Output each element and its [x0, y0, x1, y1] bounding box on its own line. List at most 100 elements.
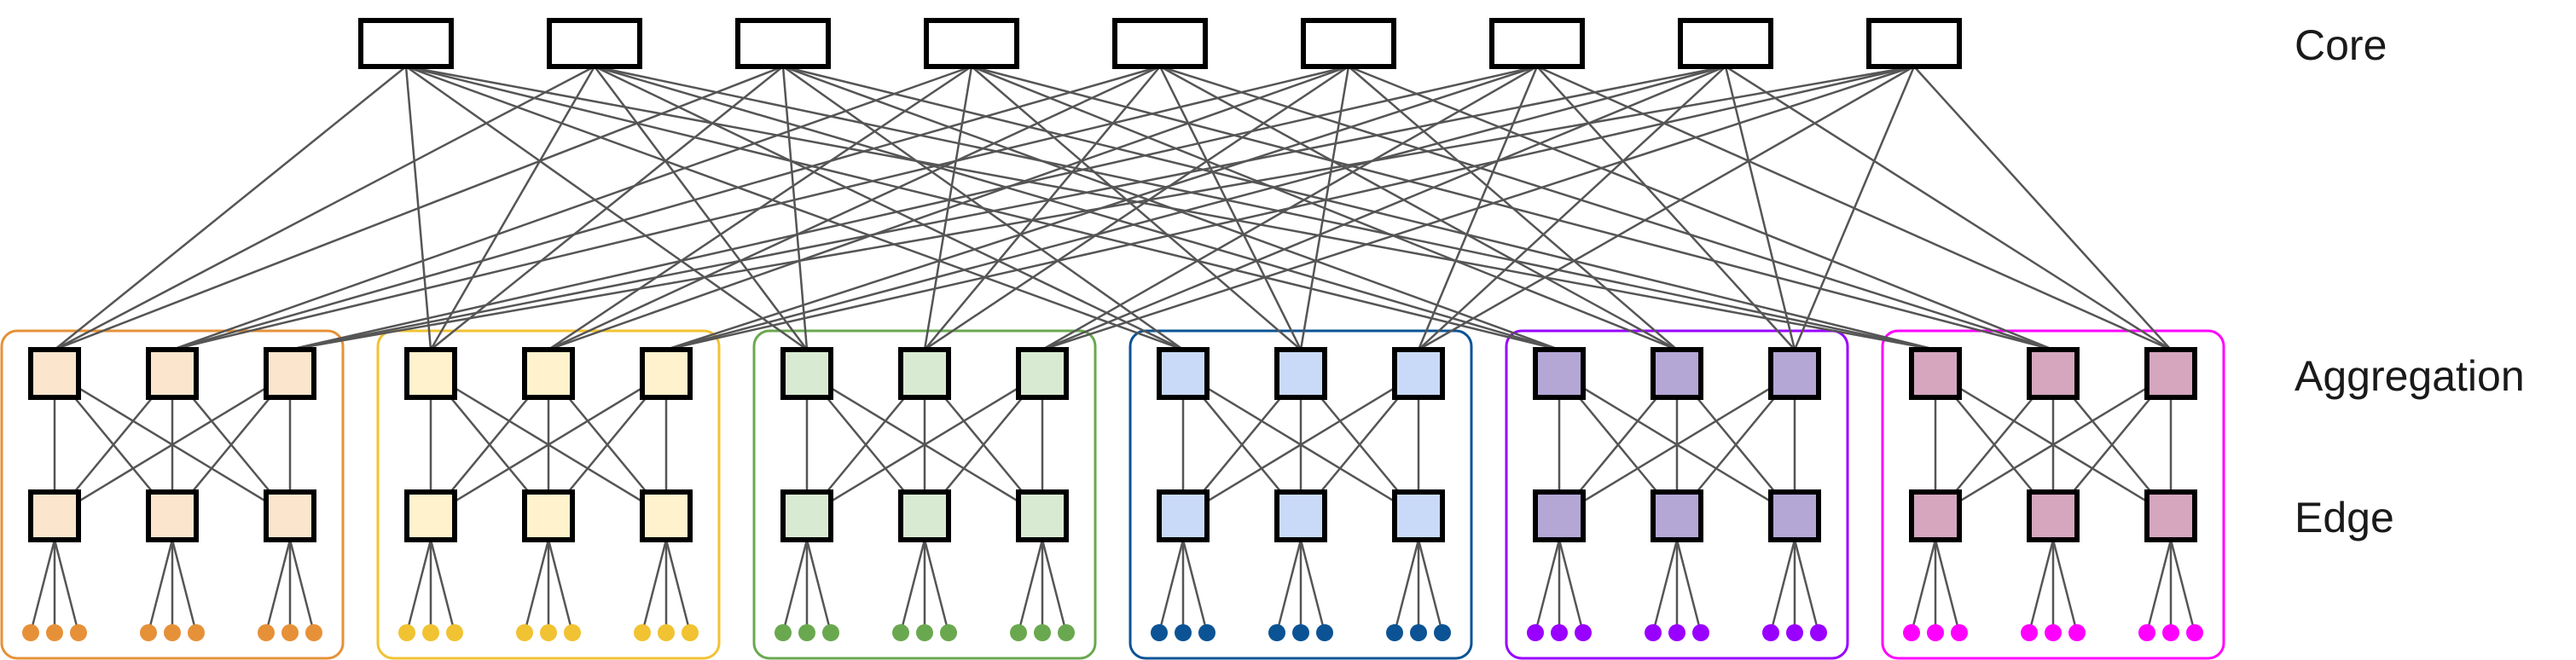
- edge-host-link: [1275, 539, 1303, 634]
- edge-host-link: [147, 539, 174, 634]
- host: [1316, 624, 1333, 641]
- core-agg-link: [1725, 65, 2172, 351]
- edge-switch: [1909, 489, 1962, 542]
- host: [2186, 624, 2203, 641]
- edge-host-link: [1299, 539, 1326, 634]
- host: [822, 624, 839, 641]
- aggregation-switch: [1157, 347, 1210, 400]
- host: [1410, 624, 1427, 641]
- core-agg-link: [54, 66, 407, 350]
- edge-switch: [28, 489, 81, 542]
- host: [22, 624, 39, 641]
- core-agg-link: [1159, 65, 2054, 351]
- aggregation-switch: [1274, 347, 1327, 400]
- core-agg-link: [289, 65, 1726, 351]
- core-switch: [1489, 18, 1585, 69]
- agg-edge-link: [1935, 372, 2172, 518]
- core-switch: [1678, 18, 1773, 69]
- host: [2045, 624, 2062, 641]
- core-agg-link: [171, 65, 1161, 351]
- host: [1575, 624, 1592, 641]
- host: [2068, 624, 2086, 641]
- aggregation-switch: [2027, 347, 2080, 400]
- edge-switch: [640, 489, 693, 542]
- core-agg-link: [1536, 65, 2172, 351]
- aggregation-switch: [146, 347, 199, 400]
- agg-edge-link: [1558, 372, 1796, 518]
- host: [658, 624, 675, 641]
- host: [1527, 624, 1544, 641]
- host: [1927, 624, 1944, 641]
- core-agg-link: [405, 65, 808, 351]
- core-switch: [735, 18, 831, 69]
- host: [46, 624, 63, 641]
- edge-switch: [1157, 489, 1210, 542]
- core-agg-link: [1417, 66, 1539, 350]
- edge-host-link: [1041, 539, 1068, 634]
- host: [1010, 624, 1027, 641]
- core-agg-link: [923, 66, 973, 350]
- core-agg-link: [665, 65, 1538, 351]
- edge-host-link: [288, 539, 316, 634]
- edge-host-link: [2145, 539, 2173, 634]
- core-agg-link: [405, 65, 1936, 351]
- host: [2021, 624, 2038, 641]
- host: [1810, 624, 1827, 641]
- edge-host-link: [1769, 539, 1796, 634]
- pod-box-5: [1505, 329, 1849, 660]
- edge-host-link: [1417, 539, 1444, 634]
- aggregation-switch: [1392, 347, 1445, 400]
- edge-switch: [522, 489, 575, 542]
- aggregation-switch: [1768, 347, 1821, 400]
- core-switch: [1301, 18, 1396, 69]
- edge-host-link: [405, 539, 432, 634]
- host: [188, 624, 205, 641]
- core-agg-link: [1418, 66, 1726, 350]
- core-agg-link: [404, 66, 432, 350]
- edge-host-link: [1393, 539, 1420, 634]
- core-agg-link: [594, 65, 1560, 351]
- host: [1198, 624, 1215, 641]
- pod-box-6: [1881, 329, 2225, 660]
- core-agg-link: [429, 66, 596, 350]
- edge-host-link: [547, 539, 574, 634]
- core-switch: [1866, 18, 1962, 69]
- host: [682, 624, 699, 641]
- aggregation-switch: [640, 347, 693, 400]
- edge-host-link: [2051, 539, 2079, 634]
- host: [2138, 624, 2155, 641]
- aggregation-switch: [264, 347, 316, 400]
- core-agg-link: [594, 66, 808, 350]
- edge-host-link: [429, 539, 456, 634]
- core-switch: [1112, 18, 1208, 69]
- aggregation-switch: [1016, 347, 1069, 400]
- edge-host-link: [2169, 539, 2196, 634]
- aggregation-layer-label: Aggregation: [2295, 352, 2525, 400]
- pod-box-2: [376, 329, 721, 660]
- aggregation-switch: [2144, 347, 2197, 400]
- host: [1786, 624, 1803, 641]
- edge-host-link: [523, 539, 550, 634]
- host: [1551, 624, 1568, 641]
- core-agg-link: [1159, 65, 1678, 351]
- host: [422, 624, 439, 641]
- host: [140, 624, 157, 641]
- host: [940, 624, 957, 641]
- host: [1645, 624, 1662, 641]
- edge-host-link: [1651, 539, 1679, 634]
- edge-host-link: [923, 539, 950, 634]
- edge-host-link: [1181, 539, 1209, 634]
- host: [1151, 624, 1168, 641]
- core-switch: [358, 18, 454, 69]
- host: [1386, 624, 1403, 641]
- core-agg-link: [548, 65, 972, 351]
- edge-switch: [1274, 489, 1327, 542]
- edge-layer-label: Edge: [2295, 494, 2394, 541]
- host: [892, 624, 909, 641]
- host: [2162, 624, 2179, 641]
- core-agg-link: [405, 65, 1560, 351]
- edge-switch: [2027, 489, 2080, 542]
- edge-host-link: [171, 539, 198, 634]
- core-agg-link: [594, 65, 1184, 351]
